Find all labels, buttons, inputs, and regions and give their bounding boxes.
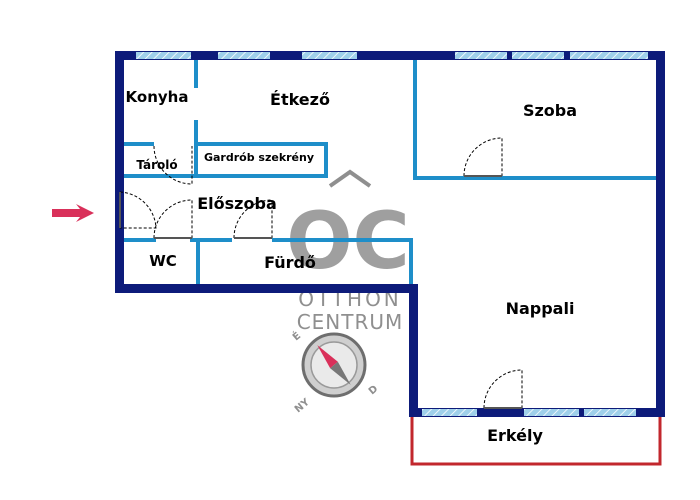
room-labels: Konyha Étkező Szoba Tároló Gardrób szekr… [126, 88, 578, 445]
door-living [483, 369, 523, 409]
window-dining-1 [218, 52, 270, 59]
watermark-roof [328, 169, 372, 188]
room-label-nappali: Nappali [506, 299, 575, 318]
room-label-erkely: Erkély [487, 426, 543, 445]
window-dining-2 [302, 52, 357, 59]
window-room-2 [512, 52, 564, 59]
room-label-gardrob: Gardrób szekrény [204, 151, 314, 164]
door-swings [119, 137, 523, 409]
door-room [463, 137, 503, 177]
room-label-etkezo: Étkező [270, 90, 330, 109]
inner-walls [124, 60, 656, 284]
room-label-szoba: Szoba [523, 101, 577, 120]
window-kitchen [136, 52, 191, 59]
window-living-3 [584, 409, 636, 416]
room-label-furdo: Fürdő [264, 253, 316, 272]
entrance-arrow-icon [52, 204, 94, 222]
room-label-konyha: Konyha [126, 88, 189, 106]
watermark-line2: CENTRUM [297, 310, 404, 334]
room-label-wc: WC [149, 252, 177, 270]
window-living-1 [422, 409, 477, 416]
window-room-3 [570, 52, 648, 59]
door-hall-bath [233, 199, 273, 239]
door-leaves [119, 175, 522, 409]
compass-east: D [367, 384, 380, 398]
compass-icon: É D NY [290, 329, 381, 415]
window-room-1 [455, 52, 507, 59]
window-living-2 [524, 409, 579, 416]
windows [136, 52, 648, 416]
room-label-eloszoba: Előszoba [197, 194, 276, 213]
compass-west: NY [293, 396, 313, 415]
room-label-tarolo: Tároló [136, 158, 177, 172]
door-storage [153, 145, 193, 185]
door-hall-wc [153, 199, 193, 239]
door-entrance [119, 191, 157, 229]
